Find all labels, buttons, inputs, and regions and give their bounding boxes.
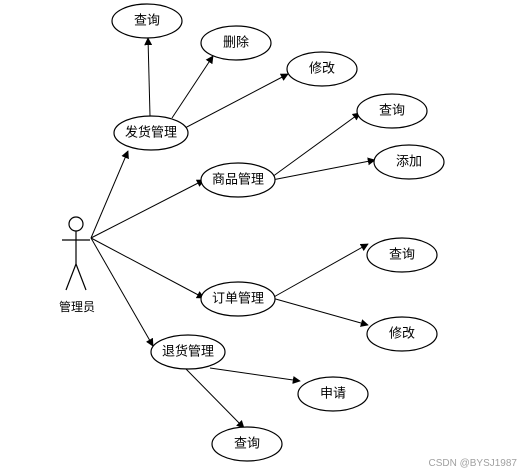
usecase-shipping-manage bbox=[113, 115, 189, 151]
edge-return-apply bbox=[209, 367, 301, 384]
edge-return-query bbox=[184, 367, 245, 429]
usecase-return-query-label: 查询 bbox=[234, 437, 260, 452]
edge-shipping-modify bbox=[184, 73, 289, 129]
usecase-product-query-label: 查询 bbox=[379, 104, 405, 119]
usecase-shipping-modify bbox=[286, 51, 358, 87]
usecase-product-manage-label: 商品管理 bbox=[212, 173, 264, 188]
actor-right-leg bbox=[75, 263, 87, 291]
usecase-return-manage-label: 退货管理 bbox=[162, 344, 214, 360]
usecase-return-query bbox=[211, 426, 283, 462]
usecase-order-query bbox=[366, 237, 438, 273]
usecase-shipping-delete-label: 删除 bbox=[223, 36, 249, 51]
usecase-return-manage bbox=[150, 334, 226, 370]
usecase-order-query-label: 查询 bbox=[389, 248, 415, 263]
usecase-shipping-modify-label: 修改 bbox=[309, 62, 335, 77]
edge-shipping-query bbox=[144, 37, 153, 117]
usecase-product-add bbox=[373, 144, 445, 180]
edge-product-add bbox=[271, 157, 376, 181]
actor-left-leg bbox=[65, 263, 77, 291]
usecase-product-manage bbox=[200, 162, 276, 198]
usecase-shipping-delete bbox=[200, 25, 272, 61]
edge-actor-product bbox=[90, 179, 205, 239]
edge-shipping-delete bbox=[171, 55, 214, 119]
edge-actor-shipping bbox=[90, 150, 129, 239]
usecase-shipping-query-label: 查询 bbox=[134, 14, 160, 29]
usecase-return-apply-label: 申请 bbox=[320, 387, 346, 402]
usecase-order-manage-label: 订单管理 bbox=[212, 292, 264, 307]
watermark: CSDN @BYSJ1987 bbox=[428, 458, 517, 469]
edge-order-query bbox=[271, 243, 369, 299]
usecase-product-query bbox=[356, 93, 428, 129]
usecase-return-apply bbox=[297, 376, 369, 412]
edge-product-query bbox=[271, 112, 361, 178]
actor-label: 管理员 bbox=[59, 299, 95, 314]
usecase-shipping-query bbox=[111, 3, 183, 39]
edge-actor-order bbox=[90, 237, 205, 299]
actor-head bbox=[68, 216, 84, 232]
usecase-order-modify-label: 修改 bbox=[389, 327, 415, 342]
edge-actor-return bbox=[90, 237, 154, 347]
actor-admin bbox=[62, 216, 90, 291]
usecase-shipping-manage-label: 发货管理 bbox=[125, 125, 177, 141]
edge-order-modify bbox=[271, 297, 369, 327]
usecase-order-modify bbox=[366, 316, 438, 352]
usecase-order-manage bbox=[200, 281, 276, 317]
usecase-product-add-label: 添加 bbox=[396, 155, 422, 170]
